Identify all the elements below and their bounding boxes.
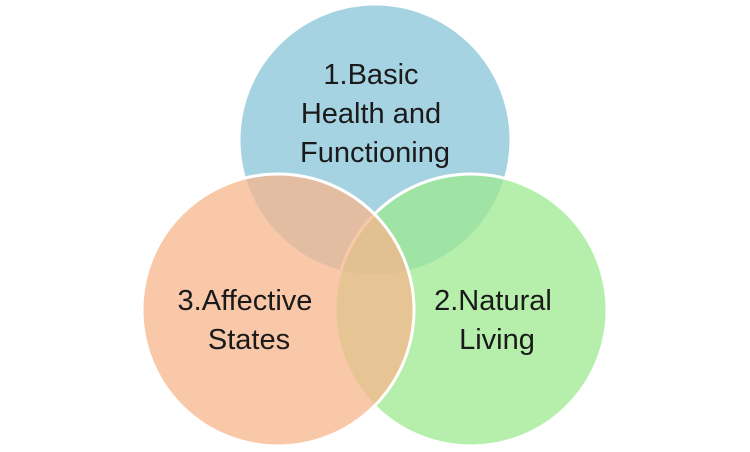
label-affective-states: 3.Affective States xyxy=(178,285,321,356)
circle-affective-states xyxy=(140,172,416,448)
label-basic-health: 1.Basic Health and Functioning xyxy=(300,59,450,169)
label-natural-living: 2.Natural Living xyxy=(434,285,560,356)
